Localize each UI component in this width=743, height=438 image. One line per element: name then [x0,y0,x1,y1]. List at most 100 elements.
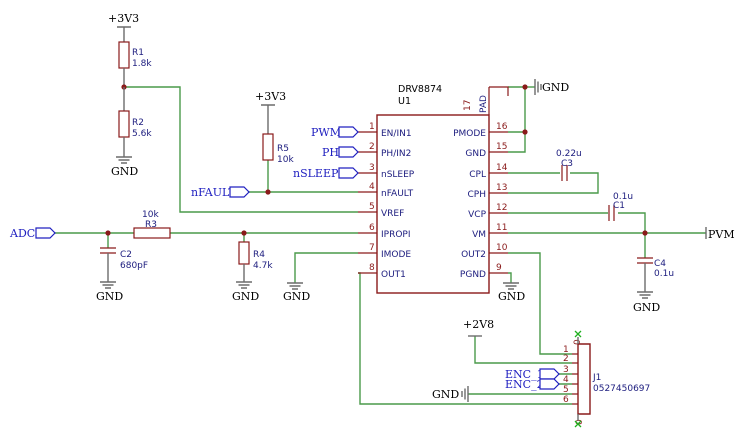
r5-ref: R5 [277,144,289,154]
net-ph-label: PH [322,146,339,159]
pin-name: IPROPI [381,230,411,240]
pin-name: PH/IN2 [381,149,411,159]
ic-u1: DRV8874 U1 1 2 3 4 5 6 7 8 EN/IN1 PH/IN2… [358,84,509,294]
net-pwm-label: PWM [311,126,341,139]
pin-num: 9 [496,263,502,273]
gnd-symbol-c2: GND [96,281,123,303]
gnd-label: GND [498,290,525,303]
net-enc1-label: ENC_1 [505,368,544,381]
pin-name: OUT1 [381,270,406,280]
supply-2v8: +2V8 [463,318,494,337]
ic-u1-body [376,114,490,294]
gnd-label: GND [542,81,569,94]
c1-value: 0.1u [613,192,633,202]
gnd-label: GND [96,290,123,303]
j1-part: 0527450697 [593,384,650,394]
pin-name: OUT2 [461,250,486,260]
gnd-symbol-j1: GND [432,386,469,402]
gnd-label: GND [232,290,259,303]
gnd-label: GND [633,301,660,314]
r5-value: 10k [277,155,294,165]
ic-u1-part: DRV8874 [398,84,442,95]
gnd-label: GND [283,290,310,303]
c3-ref: C3 [561,159,573,169]
no-connect-icon [574,420,582,428]
pin-name: CPH [468,190,486,200]
pin-num: 13 [496,183,507,193]
capacitor-c3: 0.22u C3 [556,149,582,181]
gnd-symbol-c4: GND [633,291,660,314]
r2-value: 5.6k [132,129,152,139]
resistor-r1: R1 1.8k [118,41,152,87]
pin-num: 16 [496,122,508,132]
resistor-r3: 10k R3 [133,210,171,239]
c3-value: 0.22u [556,149,582,159]
gnd-symbol-pad: GND [534,79,569,95]
pin-num: 4 [369,182,375,192]
pin-name: VCP [468,210,486,220]
c1-ref: C1 [613,201,625,211]
pin-name: VREF [381,209,404,219]
r4-value: 4.7k [253,261,273,271]
r2-ref: R2 [132,118,144,128]
net-pvm: PVM [705,227,735,241]
pin-num: 6 [369,223,375,233]
pin-name: IMODE [381,250,411,260]
junction [105,230,111,236]
junction [265,189,271,195]
pin-name: CPL [469,170,486,180]
pin-name: PMODE [453,129,486,139]
c2-ref: C2 [120,250,132,260]
gnd-label: GND [432,388,459,401]
net-pwm: PWM [311,126,359,139]
net-nsleep-label: nSLEEP [293,167,339,180]
junction [522,84,528,90]
r1-value: 1.8k [132,59,152,69]
net-enc2: ENC_2 [505,378,560,391]
j1-pin: 5 [563,385,569,395]
net-nsleep: nSLEEP [293,167,359,180]
capacitor-c1: 0.1u C1 [608,192,633,221]
c2-value: 680pF [120,261,148,271]
supply-3v3-r5: +3V3 [255,90,286,134]
capacitor-c4: C4 0.1u [637,257,674,292]
ic-u1-right-pins: 16 15 14 13 12 11 10 9 PMODE GND CPL CPH… [453,122,508,280]
pin-num: 11 [496,223,507,233]
no-connect-icon [574,330,582,338]
j1-ref: J1 [592,373,601,383]
net-enc2-label: ENC_2 [505,378,544,391]
ic-u1-left-pins: 1 2 3 4 5 6 7 8 EN/IN1 PH/IN2 nSLEEP nFA… [358,122,415,280]
ic-u1-top-pin: 17 PAD [463,86,509,115]
pin-num: 12 [496,203,507,213]
c4-ref: C4 [654,259,666,269]
supply-3v3-top: +3V3 [108,12,139,42]
net-ph: PH [322,146,359,159]
net-enc1: ENC_1 [505,368,560,381]
c4-value: 0.1u [654,269,674,279]
pin-num: 5 [369,202,375,212]
gnd-symbol-r4: GND [232,281,259,303]
pin-name: nSLEEP [381,170,415,180]
net-nfault: nFAULT [191,186,250,199]
net-nfault-label: nFAULT [191,186,236,199]
capacitor-c2: C2 680pF [100,247,148,282]
junction [642,230,648,236]
net-adc: ADC [9,227,56,240]
pin-num: 1 [369,122,375,132]
pin-num: 7 [369,243,375,253]
net-adc-label: ADC [9,227,35,240]
ic-u1-ref: U1 [398,96,411,107]
r3-value: 10k [142,210,159,220]
r4-ref: R4 [253,250,265,260]
pin-num: 15 [496,142,507,152]
pin-name: EN/IN1 [381,129,412,139]
gnd-label: GND [111,165,138,178]
pin-num: 2 [369,142,375,152]
gnd-symbol-r2: GND [111,156,138,178]
j1-pin: 2 [563,354,569,364]
pin-num: 10 [496,243,508,253]
power-label: +3V3 [108,12,139,25]
gnd-symbol-imode: GND [283,282,310,303]
connector-j1: 1 2 3 4 5 6 0 0 J1 0527450697 [563,330,650,428]
